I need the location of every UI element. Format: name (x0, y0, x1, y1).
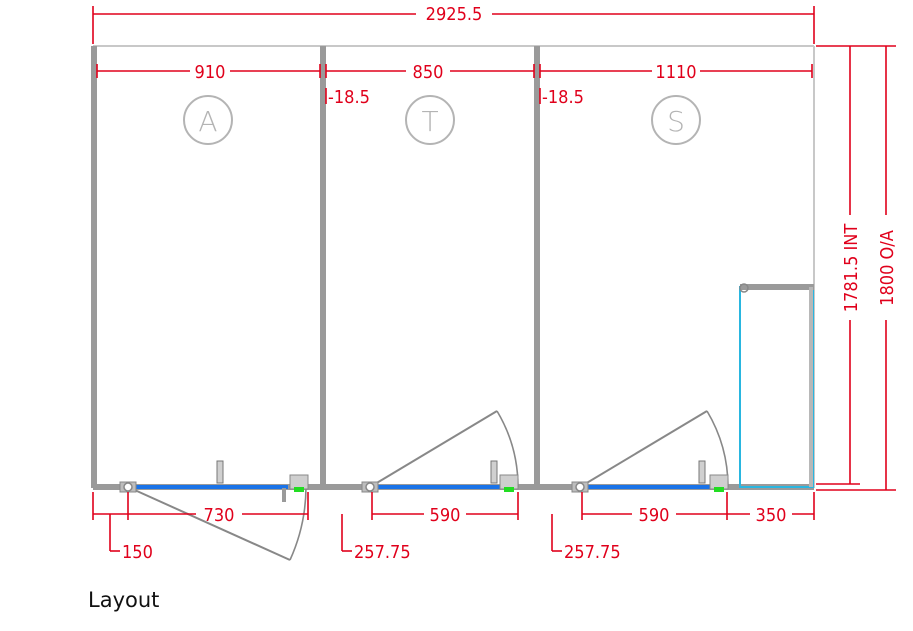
marker-a-label: A (198, 105, 217, 138)
dim-partition-1: -18.5 (328, 87, 370, 108)
dim-door-s: 590 (639, 505, 670, 526)
dim-offset-a: 150 (122, 542, 153, 563)
door-a-stub (282, 488, 286, 502)
dim-offset-t: 257.75 (354, 542, 411, 563)
left-wall (91, 46, 97, 488)
marker-s-circle (651, 95, 701, 145)
partition-2 (534, 46, 540, 488)
door-t-leaf (369, 410, 498, 488)
door-a-rail (128, 485, 288, 489)
dim-overall-depth: 1800 O/A (877, 230, 898, 306)
dim-partition-2: -18.5 (542, 87, 584, 108)
dim-cubicle-t-width: 850 (413, 62, 444, 83)
hinge-a (119, 481, 137, 493)
dim-door-a: 730 (204, 505, 235, 526)
return-panel-glass (739, 286, 814, 488)
door-a-arc (289, 486, 307, 561)
dim-internal-depth: 1781.5 INT (841, 224, 862, 313)
return-panel-post (809, 287, 813, 487)
dim-cubicle-a-width: 910 (195, 62, 226, 83)
drawing-caption: Layout (88, 588, 160, 612)
pull-handle-t (490, 460, 498, 484)
cubicle-markers: A T S (183, 95, 701, 145)
door-a-leaf (127, 486, 291, 561)
lock-s (709, 474, 729, 492)
dim-cubicle-s-width: 1110 (655, 62, 696, 83)
marker-s-label: S (667, 105, 685, 138)
cubicle-structure (91, 45, 815, 502)
pull-handle-a (216, 460, 224, 484)
marker-t-circle (405, 95, 455, 145)
dim-return-panel: 350 (756, 505, 787, 526)
partition-1 (320, 46, 326, 488)
marker-a-circle (183, 95, 233, 145)
return-panel-bracket (739, 283, 749, 293)
dim-overall-width: 2925.5 (426, 4, 483, 25)
marker-t-label: T (421, 105, 438, 138)
door-s-leaf (579, 410, 708, 488)
pull-handle-s (698, 460, 706, 484)
dim-offset-s: 257.75 (564, 542, 621, 563)
lock-a (289, 474, 309, 492)
door-s-rail (578, 485, 716, 489)
hinge-s (571, 481, 589, 493)
dim-door-t: 590 (430, 505, 461, 526)
return-panel (739, 283, 814, 488)
dimension-lines (92, 6, 896, 552)
door-t-rail (368, 485, 508, 489)
door-hardware (119, 460, 729, 493)
lock-t (499, 474, 519, 492)
return-panel-top-rail (740, 284, 814, 290)
hinge-t (361, 481, 379, 493)
dimension-labels: 2925.5 910 850 1110 -18.5 -18.5 730 590 … (122, 4, 898, 563)
